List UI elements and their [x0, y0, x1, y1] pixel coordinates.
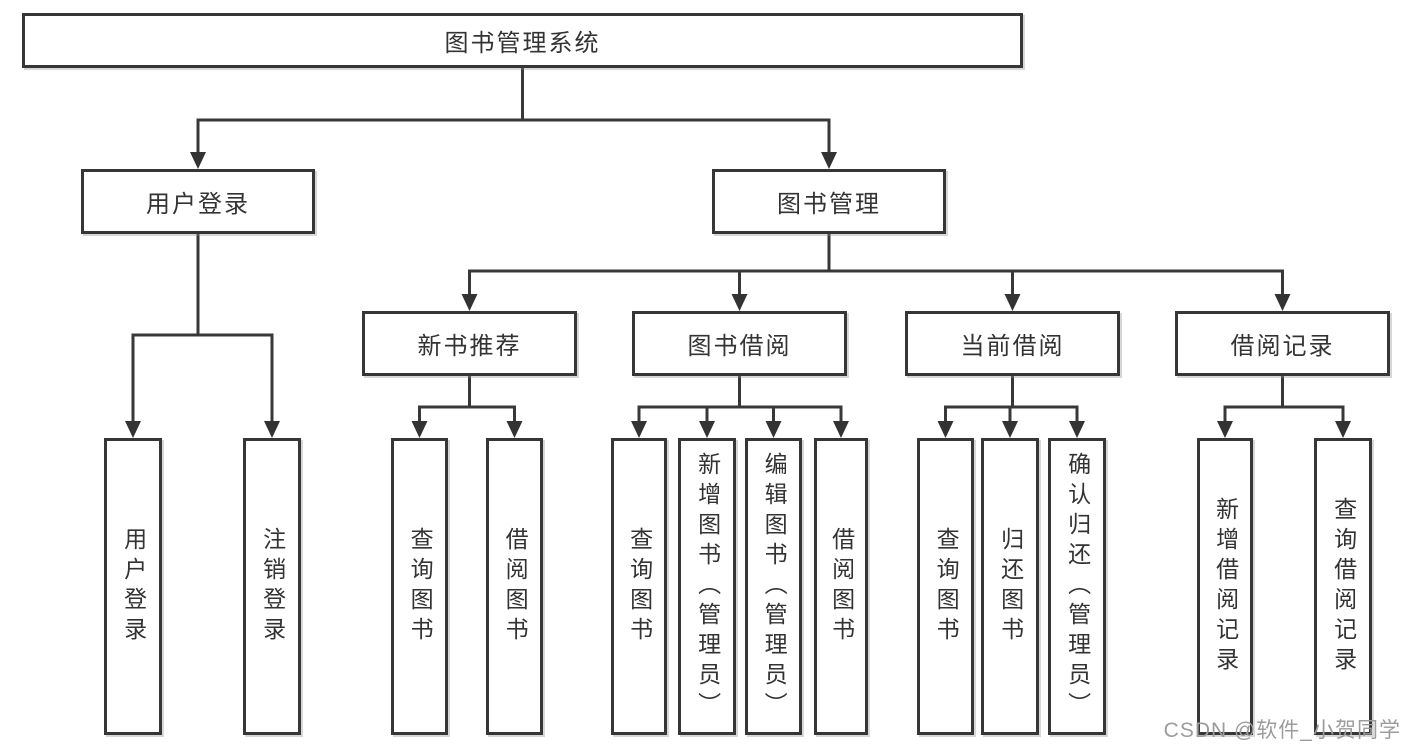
- leaf-query-books-3-label: 查询图书: [933, 526, 960, 647]
- arrow-down-icon: [264, 421, 280, 438]
- node-book-management: 图书管理: [712, 169, 946, 234]
- arrow-down-icon: [765, 421, 782, 438]
- leaf-return-books: 归还图书: [981, 438, 1039, 735]
- leaf-add-borrow-record-label: 新增借阅记录: [1212, 496, 1239, 677]
- leaf-add-borrow-record: 新增借阅记录: [1197, 438, 1253, 735]
- leaf-borrow-books-2: 借阅图书: [814, 438, 868, 735]
- node-current-borrow: 当前借阅: [905, 311, 1120, 376]
- leaf-logout: 注销登录: [243, 438, 301, 735]
- leaf-query-books-1-label: 查询图书: [407, 526, 434, 647]
- node-new-book-recommend-label: 新书推荐: [417, 333, 522, 360]
- arrow-down-icon: [731, 294, 748, 311]
- arrow-down-icon: [833, 421, 849, 438]
- arrow-down-icon: [506, 421, 523, 438]
- leaf-user-login: 用户登录: [104, 438, 162, 735]
- arrow-down-icon: [631, 421, 647, 438]
- leaf-query-books-2-label: 查询图书: [626, 526, 653, 647]
- node-root-label: 图书管理系统: [444, 30, 601, 57]
- connector-root-to-level2: [190, 68, 837, 169]
- watermark: CSDN @软件_小贺同学: [1163, 719, 1401, 742]
- node-root: 图书管理系统: [22, 13, 1023, 68]
- leaf-add-books-admin-label: 新增图书（管理员）: [694, 451, 721, 722]
- leaf-confirm-return-admin: 确认归还（管理员）: [1048, 438, 1106, 735]
- connector-bookmgmt-to-level3: [461, 234, 1291, 311]
- arrow-down-icon: [190, 152, 206, 169]
- arrow-down-icon: [1002, 421, 1018, 438]
- node-current-borrow-label: 当前借阅: [960, 333, 1065, 360]
- arrow-down-icon: [821, 152, 837, 169]
- leaf-return-books-label: 归还图书: [997, 526, 1024, 647]
- connector-bookborrow-to-leaves: [631, 376, 849, 438]
- leaf-edit-books-admin: 编辑图书（管理员）: [745, 438, 802, 735]
- connector-currentborrow-to-leaves: [937, 376, 1085, 438]
- leaf-logout-label: 注销登录: [259, 526, 286, 647]
- node-borrow-records: 借阅记录: [1175, 311, 1390, 376]
- node-book-borrow-label: 图书借阅: [687, 333, 792, 360]
- arrow-down-icon: [937, 421, 954, 438]
- arrow-down-icon: [1069, 421, 1085, 438]
- arrow-down-icon: [699, 421, 715, 438]
- leaf-query-books-2: 查询图书: [611, 438, 667, 735]
- leaf-query-books-3: 查询图书: [917, 438, 974, 735]
- leaf-borrow-books-2-label: 借阅图书: [828, 526, 855, 647]
- connector-userlogin-to-leaves: [125, 234, 280, 438]
- node-user-login-label: 用户登录: [146, 191, 250, 218]
- leaf-confirm-return-admin-label: 确认归还（管理员）: [1064, 451, 1091, 722]
- leaf-borrow-books-1: 借阅图书: [486, 438, 543, 735]
- connector-newbookrec-to-leaves: [411, 376, 523, 438]
- leaf-query-books-1: 查询图书: [391, 438, 448, 735]
- arrow-down-icon: [461, 294, 478, 311]
- node-borrow-records-label: 借阅记录: [1230, 333, 1335, 360]
- leaf-borrow-books-1-label: 借阅图书: [502, 526, 529, 647]
- arrow-down-icon: [125, 421, 141, 438]
- leaf-user-login-label: 用户登录: [120, 526, 147, 647]
- arrow-down-icon: [1004, 294, 1021, 311]
- arrow-down-icon: [1274, 294, 1291, 311]
- leaf-edit-books-admin-label: 编辑图书（管理员）: [761, 451, 788, 722]
- node-user-login: 用户登录: [81, 169, 315, 234]
- leaf-query-borrow-record-label: 查询借阅记录: [1330, 496, 1357, 677]
- node-new-book-recommend: 新书推荐: [362, 311, 577, 376]
- arrow-down-icon: [1217, 421, 1233, 438]
- connector-borrowrecords-to-leaves: [1217, 376, 1351, 438]
- leaf-add-books-admin: 新增图书（管理员）: [678, 438, 736, 735]
- arrow-down-icon: [1335, 421, 1351, 438]
- arrow-down-icon: [411, 421, 428, 438]
- node-book-management-label: 图书管理: [777, 191, 881, 218]
- node-book-borrow: 图书借阅: [632, 311, 847, 376]
- leaf-query-borrow-record: 查询借阅记录: [1314, 438, 1372, 735]
